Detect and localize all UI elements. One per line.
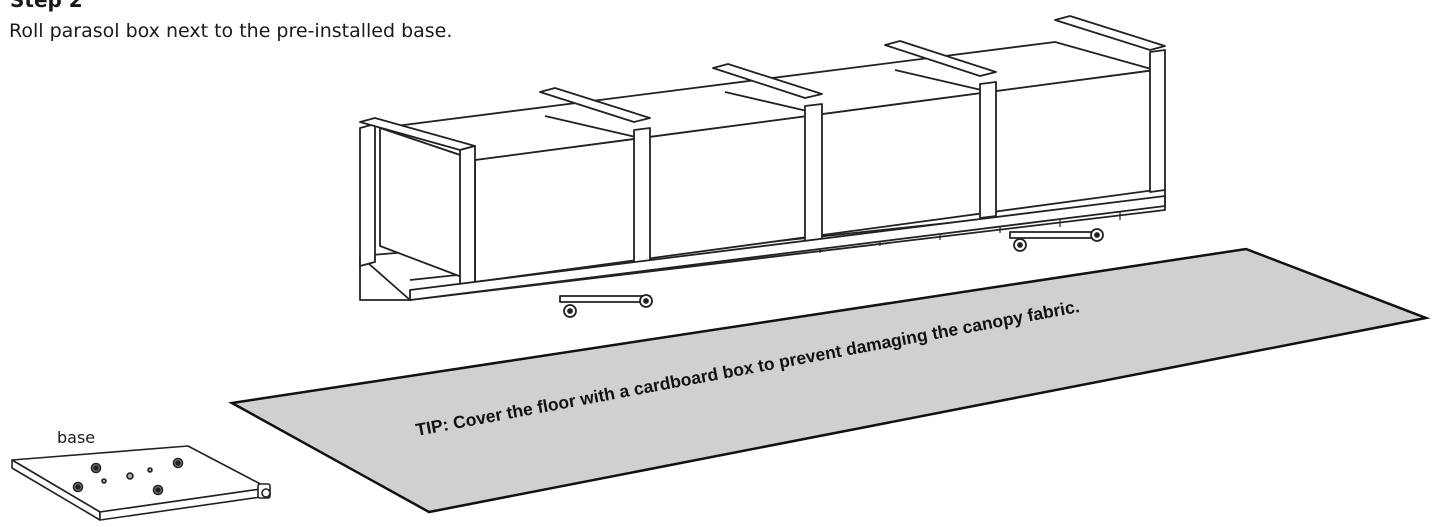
base-plate	[11, 445, 271, 521]
base-label: base	[57, 428, 96, 447]
step-instruction: Roll parasol box next to the pre-install…	[9, 20, 453, 42]
step-title: Step 2	[10, 0, 83, 12]
parasol-crate	[359, 15, 1166, 318]
